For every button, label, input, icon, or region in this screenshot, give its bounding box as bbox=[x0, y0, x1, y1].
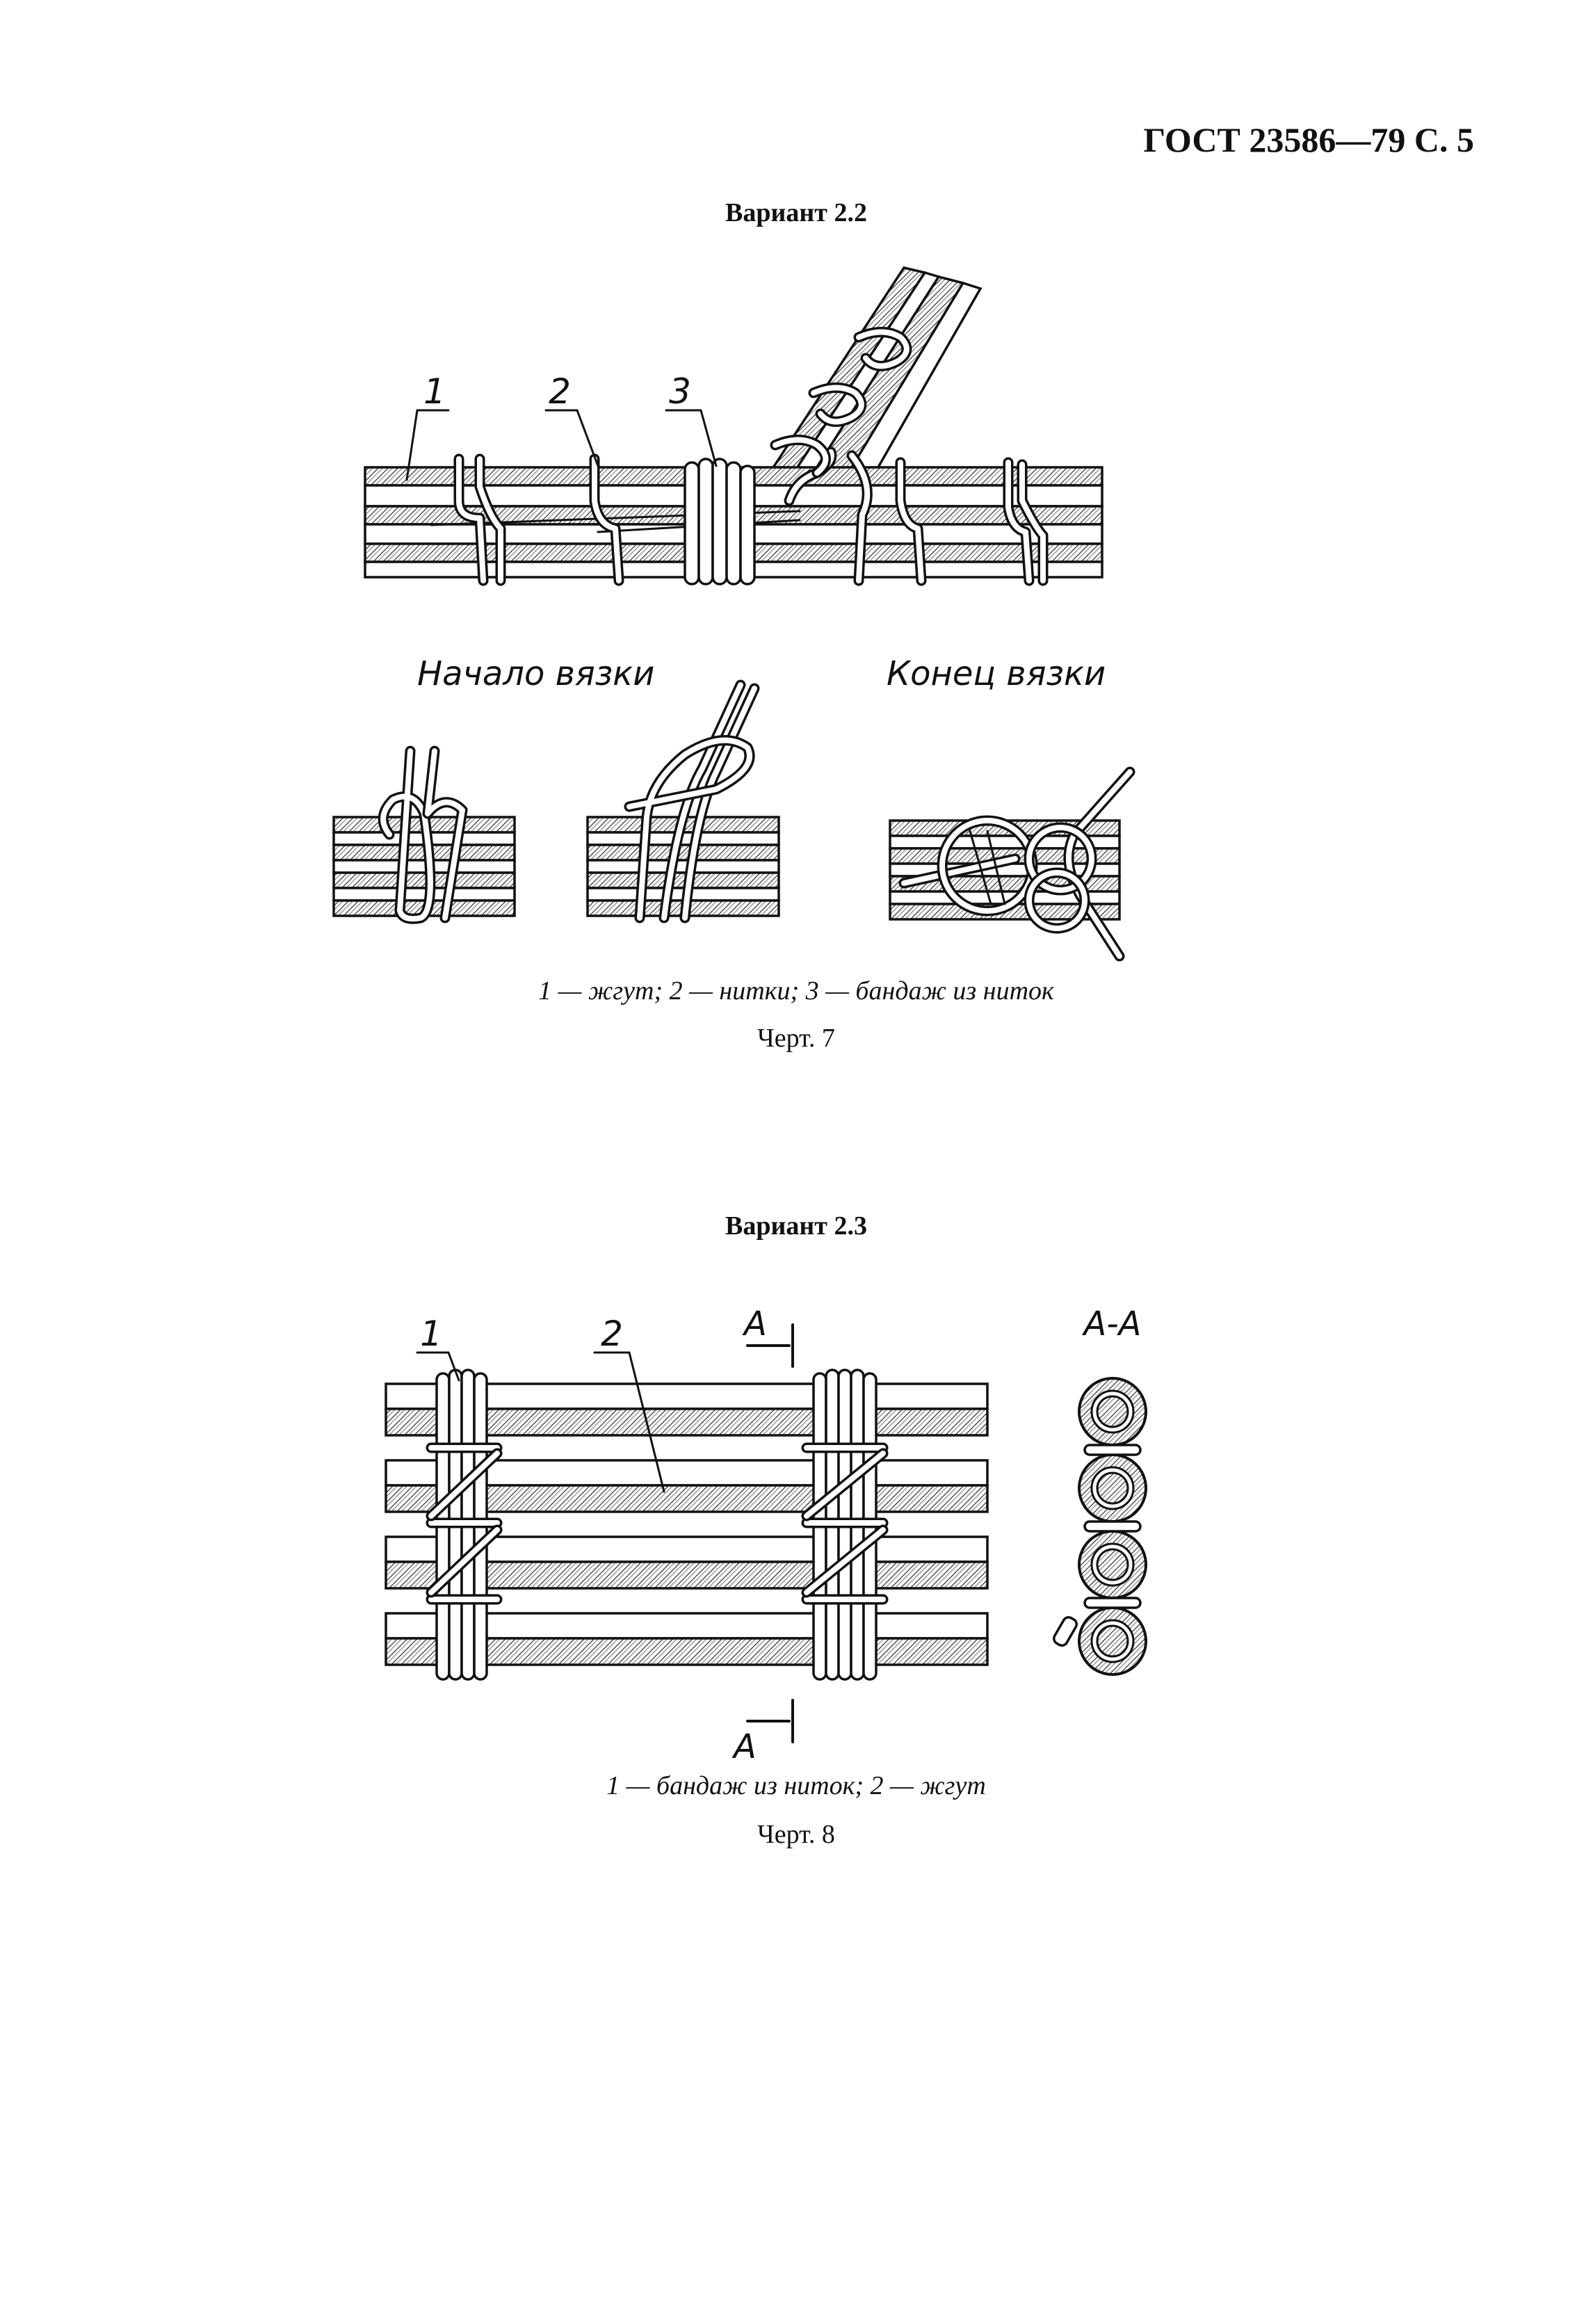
page-header: ГОСТ 23586—79 С. 5 bbox=[1143, 120, 1474, 159]
callout-1: 1 bbox=[423, 371, 446, 412]
lacing-thread bbox=[453, 327, 1049, 586]
figure-8-main: А А 1 2 bbox=[385, 1305, 989, 1766]
branch-cable bbox=[766, 266, 983, 497]
figure-7-main: 1 2 3 bbox=[364, 266, 1103, 586]
label-start-of-lacing: Начало вязки bbox=[417, 654, 654, 693]
section-circles bbox=[1053, 1377, 1147, 1676]
section-view-label: А-А bbox=[1082, 1305, 1142, 1343]
fig8-callout-2: 2 bbox=[601, 1314, 623, 1354]
knot-end bbox=[889, 766, 1135, 962]
bandage-left bbox=[426, 1369, 503, 1681]
label-end-of-lacing: Конец вязки bbox=[887, 654, 1106, 693]
cable-row-3 bbox=[385, 1535, 989, 1590]
figure-7-caption: Черт. 7 bbox=[757, 1024, 835, 1053]
thread-bandage bbox=[684, 458, 756, 586]
section-view-a-a: А-А bbox=[1053, 1305, 1147, 1676]
section-mark-bottom: А bbox=[731, 1727, 757, 1766]
knot-start-1 bbox=[332, 745, 516, 924]
knot-start-2 bbox=[586, 679, 780, 923]
fig8-callout-1: 1 bbox=[420, 1314, 442, 1354]
callout-leaders bbox=[405, 409, 718, 481]
section1-title: Вариант 2.2 bbox=[725, 198, 867, 227]
figure-8-legend: 1 — бандаж из ниток; 2 — жгут bbox=[606, 1771, 986, 1800]
figure-8-leaders bbox=[416, 1351, 665, 1493]
section2-title: Вариант 2.3 bbox=[725, 1211, 867, 1241]
callout-2: 2 bbox=[549, 371, 571, 412]
figure-7-legend: 1 — жгут; 2 — нитки; 3 — бандаж из ниток bbox=[538, 976, 1055, 1006]
bandage-right bbox=[801, 1369, 889, 1681]
figure-8-caption: Черт. 8 bbox=[757, 1820, 835, 1849]
section-mark-top: А bbox=[742, 1305, 767, 1343]
callout-3: 3 bbox=[669, 371, 691, 412]
section-cut-marks bbox=[746, 1323, 794, 1743]
